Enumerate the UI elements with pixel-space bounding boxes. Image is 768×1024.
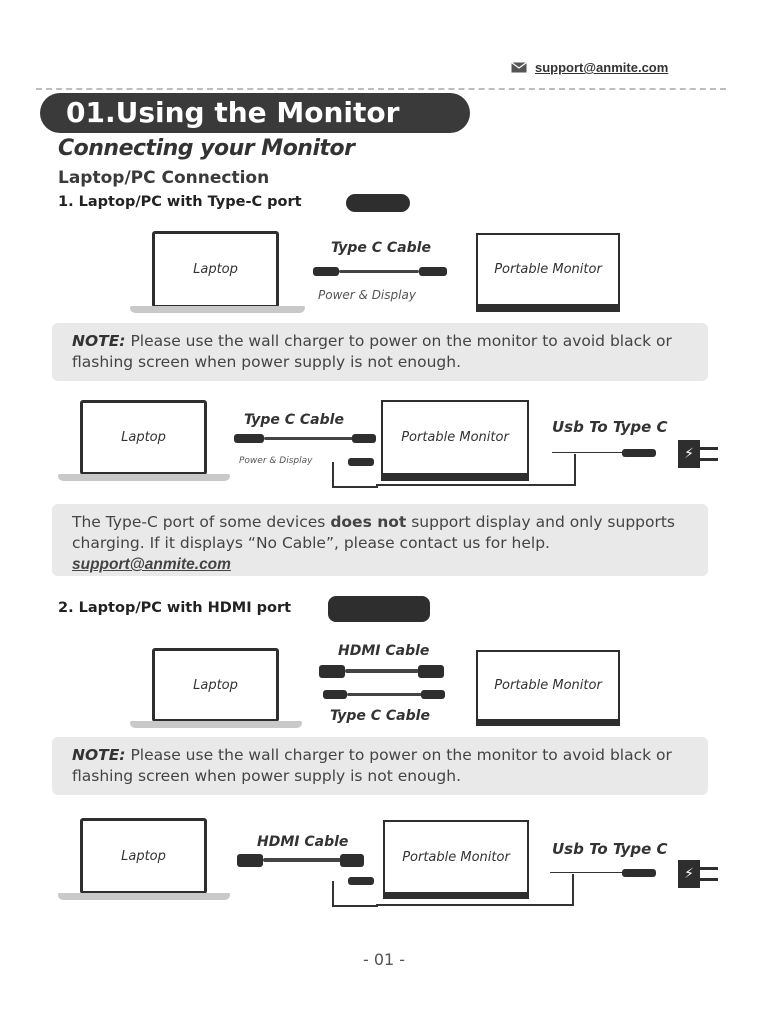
usb-wire-top <box>552 452 628 453</box>
charger-prong <box>700 878 718 881</box>
laptop-base <box>58 474 230 481</box>
wall-charger-icon: ⚡ <box>678 440 700 468</box>
laptop-base <box>130 721 302 728</box>
usb-label: Usb To Type C <box>552 418 668 436</box>
laptop-base <box>130 306 305 313</box>
typec-cable-line <box>347 693 423 696</box>
usb-label: Usb To Type C <box>552 840 668 858</box>
hdmi-port-badge <box>328 596 430 622</box>
note-text: Please use the wall charger to power on … <box>72 746 672 785</box>
laptop-base <box>58 893 230 900</box>
typec-port-badge <box>346 194 410 212</box>
usb-plug <box>622 449 656 457</box>
laptop-screen: Laptop <box>80 818 207 894</box>
cable-plug <box>348 458 374 466</box>
note-box: NOTE: Please use the wall charger to pow… <box>52 737 708 795</box>
cable-line <box>339 270 419 273</box>
cable-label: HDMI Cable <box>257 834 349 850</box>
hdmi-cable-line <box>345 669 419 673</box>
cable-line <box>264 437 354 440</box>
charger-prong <box>700 447 718 450</box>
hdmi-plug-left <box>319 665 345 678</box>
section-subtitle: Connecting your Monitor <box>58 136 355 161</box>
cable-plug-right <box>352 434 376 443</box>
portable-monitor: Portable Monitor <box>383 820 529 894</box>
support-email-link[interactable]: support@anmite.com <box>535 60 669 75</box>
cable-plug <box>348 877 374 885</box>
monitor-base <box>476 306 620 312</box>
cable-sublabel: Power & Display <box>318 288 416 302</box>
cable-label: HDMI Cable <box>338 643 430 659</box>
note-label: NOTE: <box>72 332 126 350</box>
hdmi-plug-right <box>418 665 444 678</box>
typec-plug-left <box>323 690 347 699</box>
cable-label: Type C Cable <box>244 412 344 428</box>
portable-monitor: Portable Monitor <box>476 650 620 721</box>
hdmi-cable-line <box>263 858 341 862</box>
charger-prong <box>700 458 718 461</box>
laptop-screen: Laptop <box>152 231 279 308</box>
portable-monitor: Portable Monitor <box>381 400 529 475</box>
cable-plug-left <box>313 267 339 276</box>
cable-sublabel: Power & Display <box>239 456 313 466</box>
hdmi-plug-right <box>340 854 364 867</box>
typec-heading: 1. Laptop/PC with Type-C port <box>58 194 302 210</box>
laptop-screen: Laptop <box>152 648 279 722</box>
note-label: NOTE: <box>72 746 126 764</box>
page-title: 01.Using the Monitor <box>40 93 470 133</box>
usb-plug <box>622 869 656 877</box>
note-text: Please use the wall charger to power on … <box>72 332 672 371</box>
monitor-base <box>381 475 529 481</box>
envelope-icon <box>511 62 527 73</box>
cable-wire <box>332 881 378 907</box>
charger-prong <box>700 867 718 870</box>
cable-wire <box>332 462 378 488</box>
usb-wire <box>376 454 576 486</box>
portable-monitor: Portable Monitor <box>476 233 620 306</box>
page-number: - 01 - <box>362 950 406 969</box>
note-box: NOTE: Please use the wall charger to pow… <box>52 323 708 381</box>
hdmi-heading: 2. Laptop/PC with HDMI port <box>58 600 292 616</box>
header-divider <box>36 88 726 90</box>
typec-plug-right <box>421 690 445 699</box>
info-text-end: support display and only supports chargi… <box>72 513 676 552</box>
usb-wire <box>376 874 574 906</box>
info-bold: does not <box>330 513 407 531</box>
cable-label: Type C Cable <box>331 240 431 256</box>
support-email-link[interactable]: support@anmite.com <box>72 556 231 573</box>
usb-wire-top <box>550 872 628 873</box>
info-box: The Type-C port of some devices does not… <box>52 504 708 576</box>
cable-label: Type C Cable <box>330 708 430 724</box>
cable-plug-left <box>234 434 264 443</box>
hdmi-plug-left <box>237 854 263 867</box>
wall-charger-icon: ⚡ <box>678 860 700 888</box>
section-heading: Laptop/PC Connection <box>58 168 270 188</box>
support-email-header[interactable]: support@anmite.com <box>511 60 668 75</box>
info-text-start: The Type-C port of some devices <box>72 513 331 531</box>
cable-plug-right <box>419 267 447 276</box>
laptop-screen: Laptop <box>80 400 207 475</box>
monitor-base <box>383 893 529 899</box>
monitor-base <box>476 720 620 726</box>
